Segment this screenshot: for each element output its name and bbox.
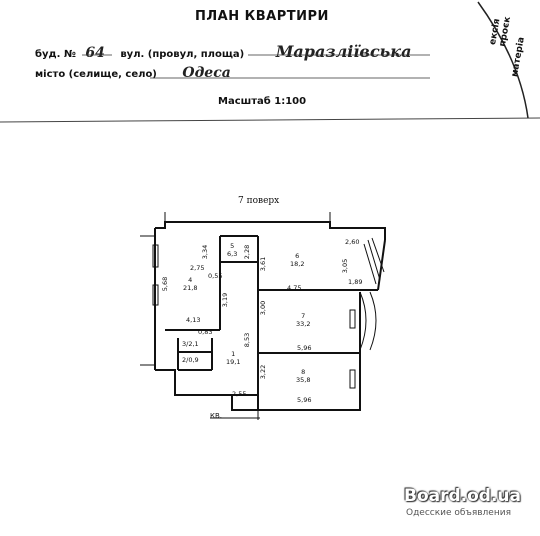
dim-3-61: 3,61 xyxy=(259,256,268,272)
dim-2-75: 2,75 xyxy=(190,264,205,272)
street-label: вул. (провул, площа) xyxy=(120,49,245,60)
city-line: місто (селище, село) Одеса xyxy=(35,65,231,81)
dim-5-96-lower: 5,96 xyxy=(297,396,312,404)
street-name: Маразліївська xyxy=(275,42,412,61)
dim-2-55: 2,55 xyxy=(232,390,247,398)
dim-5-68: 5,68 xyxy=(161,276,170,292)
dim-4-13: 4,13 xyxy=(186,316,201,324)
scale-label: Масштаб 1:100 xyxy=(218,96,307,107)
dim-0-83: 0,83 xyxy=(198,328,213,336)
floor-label: 7 поверх xyxy=(238,196,280,206)
house-label: буд. № xyxy=(35,49,76,60)
room-3: 3/2,1 xyxy=(182,340,199,348)
kv-label: КВ. xyxy=(210,412,222,420)
city-label: місто (селище, село) xyxy=(35,69,157,80)
city-name: Одеса xyxy=(182,65,231,81)
dim-5-96-upper: 5,96 xyxy=(297,344,312,352)
dim-2-28: 2,28 xyxy=(243,244,252,260)
watermark-subtitle: Одесские объявления xyxy=(406,508,511,518)
dim-3-22: 3,22 xyxy=(259,364,268,380)
dim-2-60: 2,60 xyxy=(345,238,360,246)
house-number: 64 xyxy=(85,45,105,61)
dim-3-34: 3,34 xyxy=(201,244,210,260)
dim-1-89: 1,89 xyxy=(348,278,363,286)
room-2: 2/0,9 xyxy=(182,356,199,364)
document-title: ПЛАН КВАРТИРИ xyxy=(195,9,329,24)
address-line: буд. № 64 вул. (провул, площа) Маразліїв… xyxy=(35,42,411,61)
dim-4-75: 4,75 xyxy=(287,284,302,292)
dim-3-19: 3,19 xyxy=(221,292,230,308)
dim-3-00: 3,00 xyxy=(259,300,268,316)
dim-3-05: 3,05 xyxy=(341,258,350,274)
dim-0-55: 0,55 xyxy=(208,272,223,280)
watermark-site: Board.od.ua xyxy=(404,486,521,506)
dim-8-53: 8,53 xyxy=(243,332,252,348)
